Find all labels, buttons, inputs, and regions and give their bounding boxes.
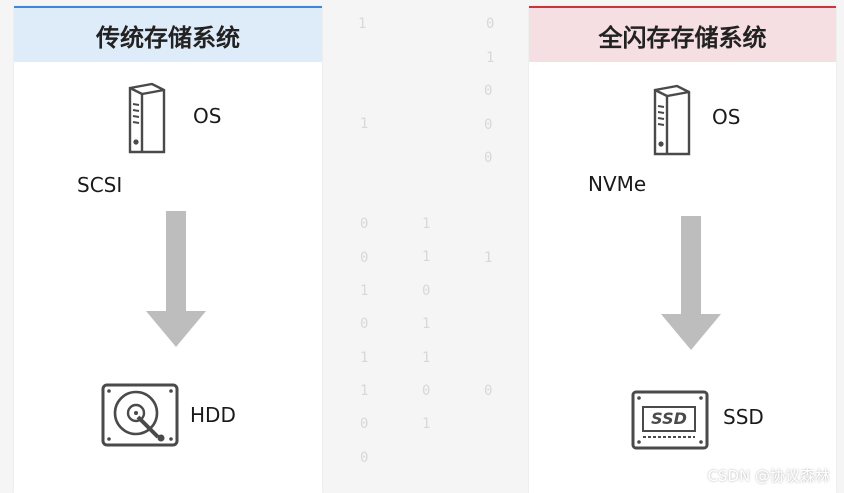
binary-digit: 0 [360,450,369,466]
binary-digit: 0 [360,316,369,332]
device-label: HDD [190,403,236,427]
binary-digit: 1 [360,383,369,399]
all-flash-storage-panel: 全闪存存储系统 OS NVMe SSD SSD [529,6,836,493]
down-arrow-icon [146,211,206,347]
csdn-watermark: CSDN @协议森林 [707,467,830,485]
panel-title: 传统存储系统 [14,6,322,62]
binary-digit: 1 [358,16,367,32]
ssd-marking: SSD [651,409,687,428]
protocol-label: NVMe [588,172,647,196]
server-icon [128,82,166,154]
binary-digit: 1 [484,250,493,266]
binary-digit: 1 [422,216,431,232]
binary-digit: 0 [360,250,369,266]
binary-digit: 1 [422,249,431,265]
ssd-icon: SSD [630,389,710,451]
panel-title: 全闪存存储系统 [529,6,836,62]
binary-digit: 1 [360,350,369,366]
binary-digit: 0 [486,16,495,32]
binary-digit: 0 [360,416,369,432]
hdd-icon [101,383,179,447]
device-label: SSD [723,405,764,429]
server-icon [653,84,691,156]
binary-digit: 1 [422,350,431,366]
binary-digit: 1 [422,416,431,432]
down-arrow-icon [661,216,721,350]
os-label: OS [193,104,222,128]
binary-digit: 0 [422,383,431,399]
binary-digit: 1 [360,116,369,132]
protocol-label: SCSI [77,173,123,197]
binary-digit: 0 [484,83,493,99]
binary-digit: 1 [422,316,431,332]
binary-digit: 0 [484,117,493,133]
os-label: OS [712,105,741,129]
binary-digit: 0 [484,150,493,166]
traditional-storage-panel: 传统存储系统 OS SCSI HDD [14,6,322,493]
binary-digit: 1 [360,283,369,299]
binary-digit: 0 [422,283,431,299]
binary-digit: 0 [484,383,493,399]
binary-digit: 1 [486,50,495,66]
background-binary-digits: 1 0 1 0 1 0 0 1 1 0 1 1 0 1 0 0 1 0 1 1 … [340,0,510,493]
binary-digit: 0 [360,216,369,232]
